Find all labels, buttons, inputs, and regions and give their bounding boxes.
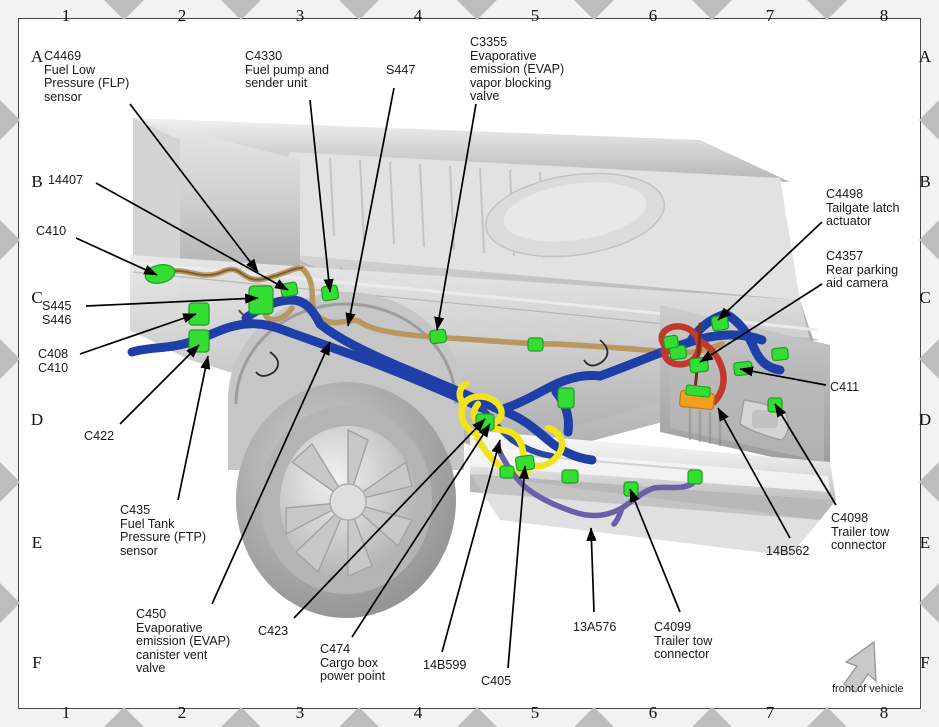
grid-tick-bottom-1 — [221, 707, 261, 727]
callout-c4330: C4330 Fuel pump and sender unit — [245, 49, 330, 91]
grid-col-7: 7 — [765, 703, 775, 722]
callout-c4469: C4469 Fuel Low Pressure (FLP) sensor — [44, 49, 130, 104]
callout-c4357: C4357 Rear parking aid camera — [826, 249, 899, 291]
callout-c450: C450 Evaporative emission (EVAP) caniste… — [136, 607, 231, 676]
callout-c422: C422 — [84, 429, 115, 443]
grid-col-6: 6 — [648, 6, 658, 25]
callout-c411: C411 — [830, 380, 860, 394]
grid-tick-bottom-5 — [691, 707, 732, 727]
grid-tick-bottom-4 — [574, 707, 614, 727]
grid-row-D: D — [30, 410, 44, 429]
callout-c4099: C4099 Trailer tow connector — [654, 620, 713, 662]
grid-col-1: 1 — [61, 6, 71, 25]
grid-col-7: 7 — [765, 6, 775, 25]
grid-col-2: 2 — [177, 6, 187, 25]
grid-col-3: 3 — [295, 6, 305, 25]
grid-tick-left-2 — [0, 339, 20, 379]
grid-row-D: D — [918, 410, 932, 429]
grid-tick-right-1 — [919, 220, 939, 260]
grid-row-B: B — [31, 172, 43, 191]
grid-col-4: 4 — [413, 703, 423, 722]
callout-c4098: C4098 Trailer tow connector — [831, 511, 890, 553]
grid-tick-top-2 — [339, 0, 379, 20]
callout-n14b562: 14B562 — [766, 544, 810, 558]
grid-tick-left-3 — [0, 461, 20, 502]
grid-row-A: A — [918, 47, 932, 66]
grid-col-8: 8 — [879, 6, 889, 25]
callout-c410a: C410 — [36, 224, 67, 238]
grid-tick-right-3 — [919, 461, 939, 502]
grid-tick-left-0 — [0, 99, 20, 140]
callout-c408: C408 C410 — [38, 347, 69, 375]
grid-col-5: 5 — [530, 703, 540, 722]
grid-tick-left-1 — [0, 220, 20, 260]
grid-row-C: C — [919, 288, 931, 307]
grid-tick-left-4 — [0, 583, 20, 623]
grid-row-E: E — [919, 533, 931, 552]
callout-n13a576: 13A576 — [573, 620, 617, 634]
grid-row-A: A — [30, 47, 44, 66]
grid-col-6: 6 — [648, 703, 658, 722]
grid-col-2: 2 — [177, 703, 187, 722]
grid-col-8: 8 — [879, 703, 889, 722]
callout-c435: C435 Fuel Tank Pressure (FTP) sensor — [120, 503, 207, 558]
grid-row-C: C — [31, 288, 43, 307]
grid-row-F: F — [32, 653, 42, 672]
grid-tick-bottom-2 — [339, 707, 379, 727]
grid-tick-top-6 — [807, 0, 847, 20]
grid-col-4: 4 — [413, 6, 423, 25]
grid-row-B: B — [919, 172, 931, 191]
callout-s447: S447 — [386, 63, 416, 77]
grid-tick-top-1 — [221, 0, 261, 20]
grid-tick-bottom-0 — [104, 707, 144, 727]
grid-col-1: 1 — [61, 703, 71, 722]
grid-tick-top-3 — [456, 0, 497, 20]
grid-row-F: F — [920, 653, 930, 672]
callout-c423: C423 — [258, 624, 289, 638]
grid-col-5: 5 — [530, 6, 540, 25]
callout-n14b599: 14B599 — [423, 658, 467, 672]
callout-c4498: C4498 Tailgate latch actuator — [826, 187, 900, 229]
callout-s445: S445 S446 — [42, 299, 72, 327]
front-of-vehicle-label: front of vehicle — [832, 683, 904, 695]
grid-tick-bottom-6 — [807, 707, 847, 727]
callout-c3355: C3355 Evaporative emission (EVAP) vapor … — [470, 35, 565, 104]
grid-tick-top-0 — [104, 0, 144, 20]
grid-tick-top-5 — [691, 0, 732, 20]
grid-row-E: E — [31, 533, 43, 552]
callout-c474: C474 Cargo box power point — [320, 642, 386, 684]
grid-tick-bottom-3 — [456, 707, 497, 727]
grid-tick-right-0 — [919, 99, 939, 140]
grid-tick-right-4 — [919, 583, 939, 623]
grid-tick-right-2 — [919, 339, 939, 379]
callout-c405: C405 — [481, 674, 512, 688]
grid-tick-top-4 — [574, 0, 614, 20]
grid-col-3: 3 — [295, 703, 305, 722]
callout-n14407: 14407 — [48, 173, 84, 187]
